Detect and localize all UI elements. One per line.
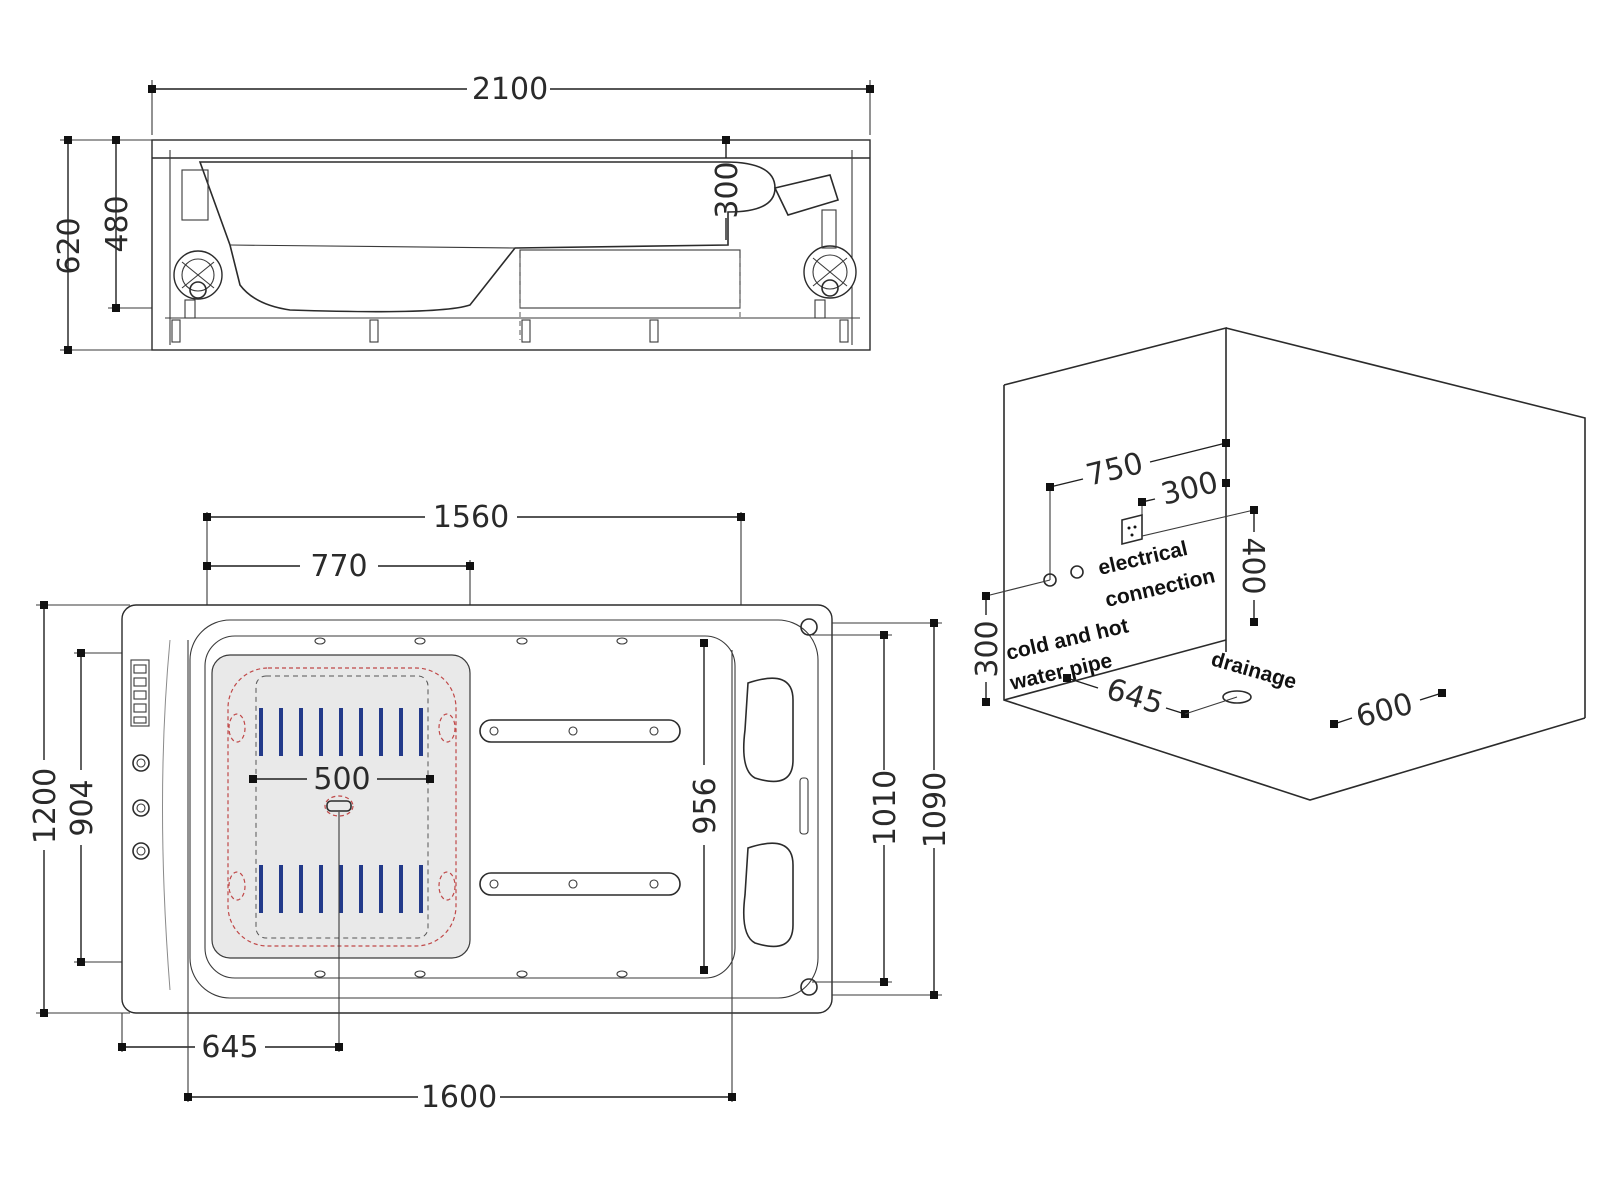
room-right-wall	[1225, 327, 1586, 718]
grab-handle	[799, 777, 809, 835]
label-drainage: drainage	[1209, 648, 1299, 694]
dim-label-904: 904	[65, 779, 100, 836]
overflow-knob-icon	[800, 978, 818, 996]
side-headrest	[773, 174, 840, 216]
top-basin-outline	[204, 635, 736, 979]
control-button-icon	[132, 799, 150, 817]
dim-label-400: 400	[1235, 537, 1270, 594]
floor-drain-icon	[1222, 690, 1252, 704]
dim-top-1010: 1010	[812, 631, 903, 986]
dim-top-1200: 1200	[28, 601, 130, 1017]
dim-top-956: 956	[688, 639, 723, 974]
control-panel	[130, 659, 150, 860]
dim-label-620: 620	[52, 217, 87, 274]
dim-top-645: 645	[118, 812, 343, 1065]
light-markers	[228, 713, 456, 901]
dim-label-300-upper: 300	[1158, 465, 1222, 513]
control-button-icon	[132, 754, 150, 772]
dim-label-2100: 2100	[472, 72, 548, 107]
overflow-knob-icon	[800, 618, 818, 636]
dim-top-1600: 1600	[184, 640, 736, 1115]
dim-label-645-install: 645	[1102, 672, 1167, 722]
dim-top-500: 500	[249, 762, 434, 797]
dim-label-1600: 1600	[421, 1080, 497, 1115]
pump-motor-icon	[803, 209, 857, 319]
dim-top-1090: 1090	[832, 619, 953, 999]
electrical-socket-icon	[1121, 513, 1143, 546]
pump-motor-icon	[173, 169, 223, 319]
dim-side-length: 2100	[148, 72, 874, 135]
side-legs	[171, 319, 849, 343]
dim-label-1560: 1560	[433, 500, 509, 535]
dim-top-1560: 1560	[203, 500, 745, 650]
side-view: 2100 620 480	[52, 72, 874, 354]
dim-label-645-top: 645	[201, 1030, 258, 1065]
side-tub-body	[198, 161, 776, 313]
dim-install-300-lower: 300	[970, 579, 1051, 706]
dim-label-750: 750	[1083, 446, 1147, 494]
massage-seat	[211, 654, 471, 959]
rim-jets	[314, 637, 628, 978]
dim-label-600: 600	[1352, 687, 1416, 736]
dim-label-300-side: 300	[710, 161, 745, 218]
jet-bar-lower	[479, 872, 681, 896]
dim-install-400: 400	[1141, 506, 1270, 626]
dim-label-1090: 1090	[918, 772, 953, 848]
dim-side-height-total: 620	[52, 136, 160, 354]
jet-bar-upper	[479, 719, 681, 743]
water-pipe-icons	[1043, 565, 1084, 587]
headrest-pillows	[742, 618, 818, 996]
dim-side-depth: 300	[710, 136, 745, 240]
dim-install-600: 600	[1330, 687, 1446, 736]
dim-label-500: 500	[313, 762, 370, 797]
dim-top-770: 770	[203, 549, 474, 660]
vent-slots-bottom	[259, 865, 423, 913]
dim-side-height-tub: 480	[100, 136, 160, 312]
label-cold-hot: cold and hot	[1004, 614, 1131, 664]
dim-label-1010: 1010	[868, 770, 903, 846]
dim-label-480: 480	[100, 195, 135, 252]
dim-install-300-upper: 300	[1138, 465, 1230, 520]
drain-outlet-icon	[324, 795, 354, 817]
vent-slots-top	[259, 708, 423, 756]
dim-label-1200: 1200	[28, 768, 63, 844]
room-floor-edge	[1003, 385, 1586, 801]
dim-label-770: 770	[310, 549, 367, 584]
top-rim-outline	[189, 619, 819, 999]
installation-view: 750 300 400	[970, 326, 1586, 801]
control-button-icon	[132, 842, 150, 860]
room-corner-floor	[1003, 639, 1227, 701]
top-view: 1560 770 1200 9	[28, 500, 953, 1115]
control-keypad	[130, 659, 150, 727]
dim-label-300-lower: 300	[970, 620, 1005, 677]
dim-label-956: 956	[688, 777, 723, 834]
